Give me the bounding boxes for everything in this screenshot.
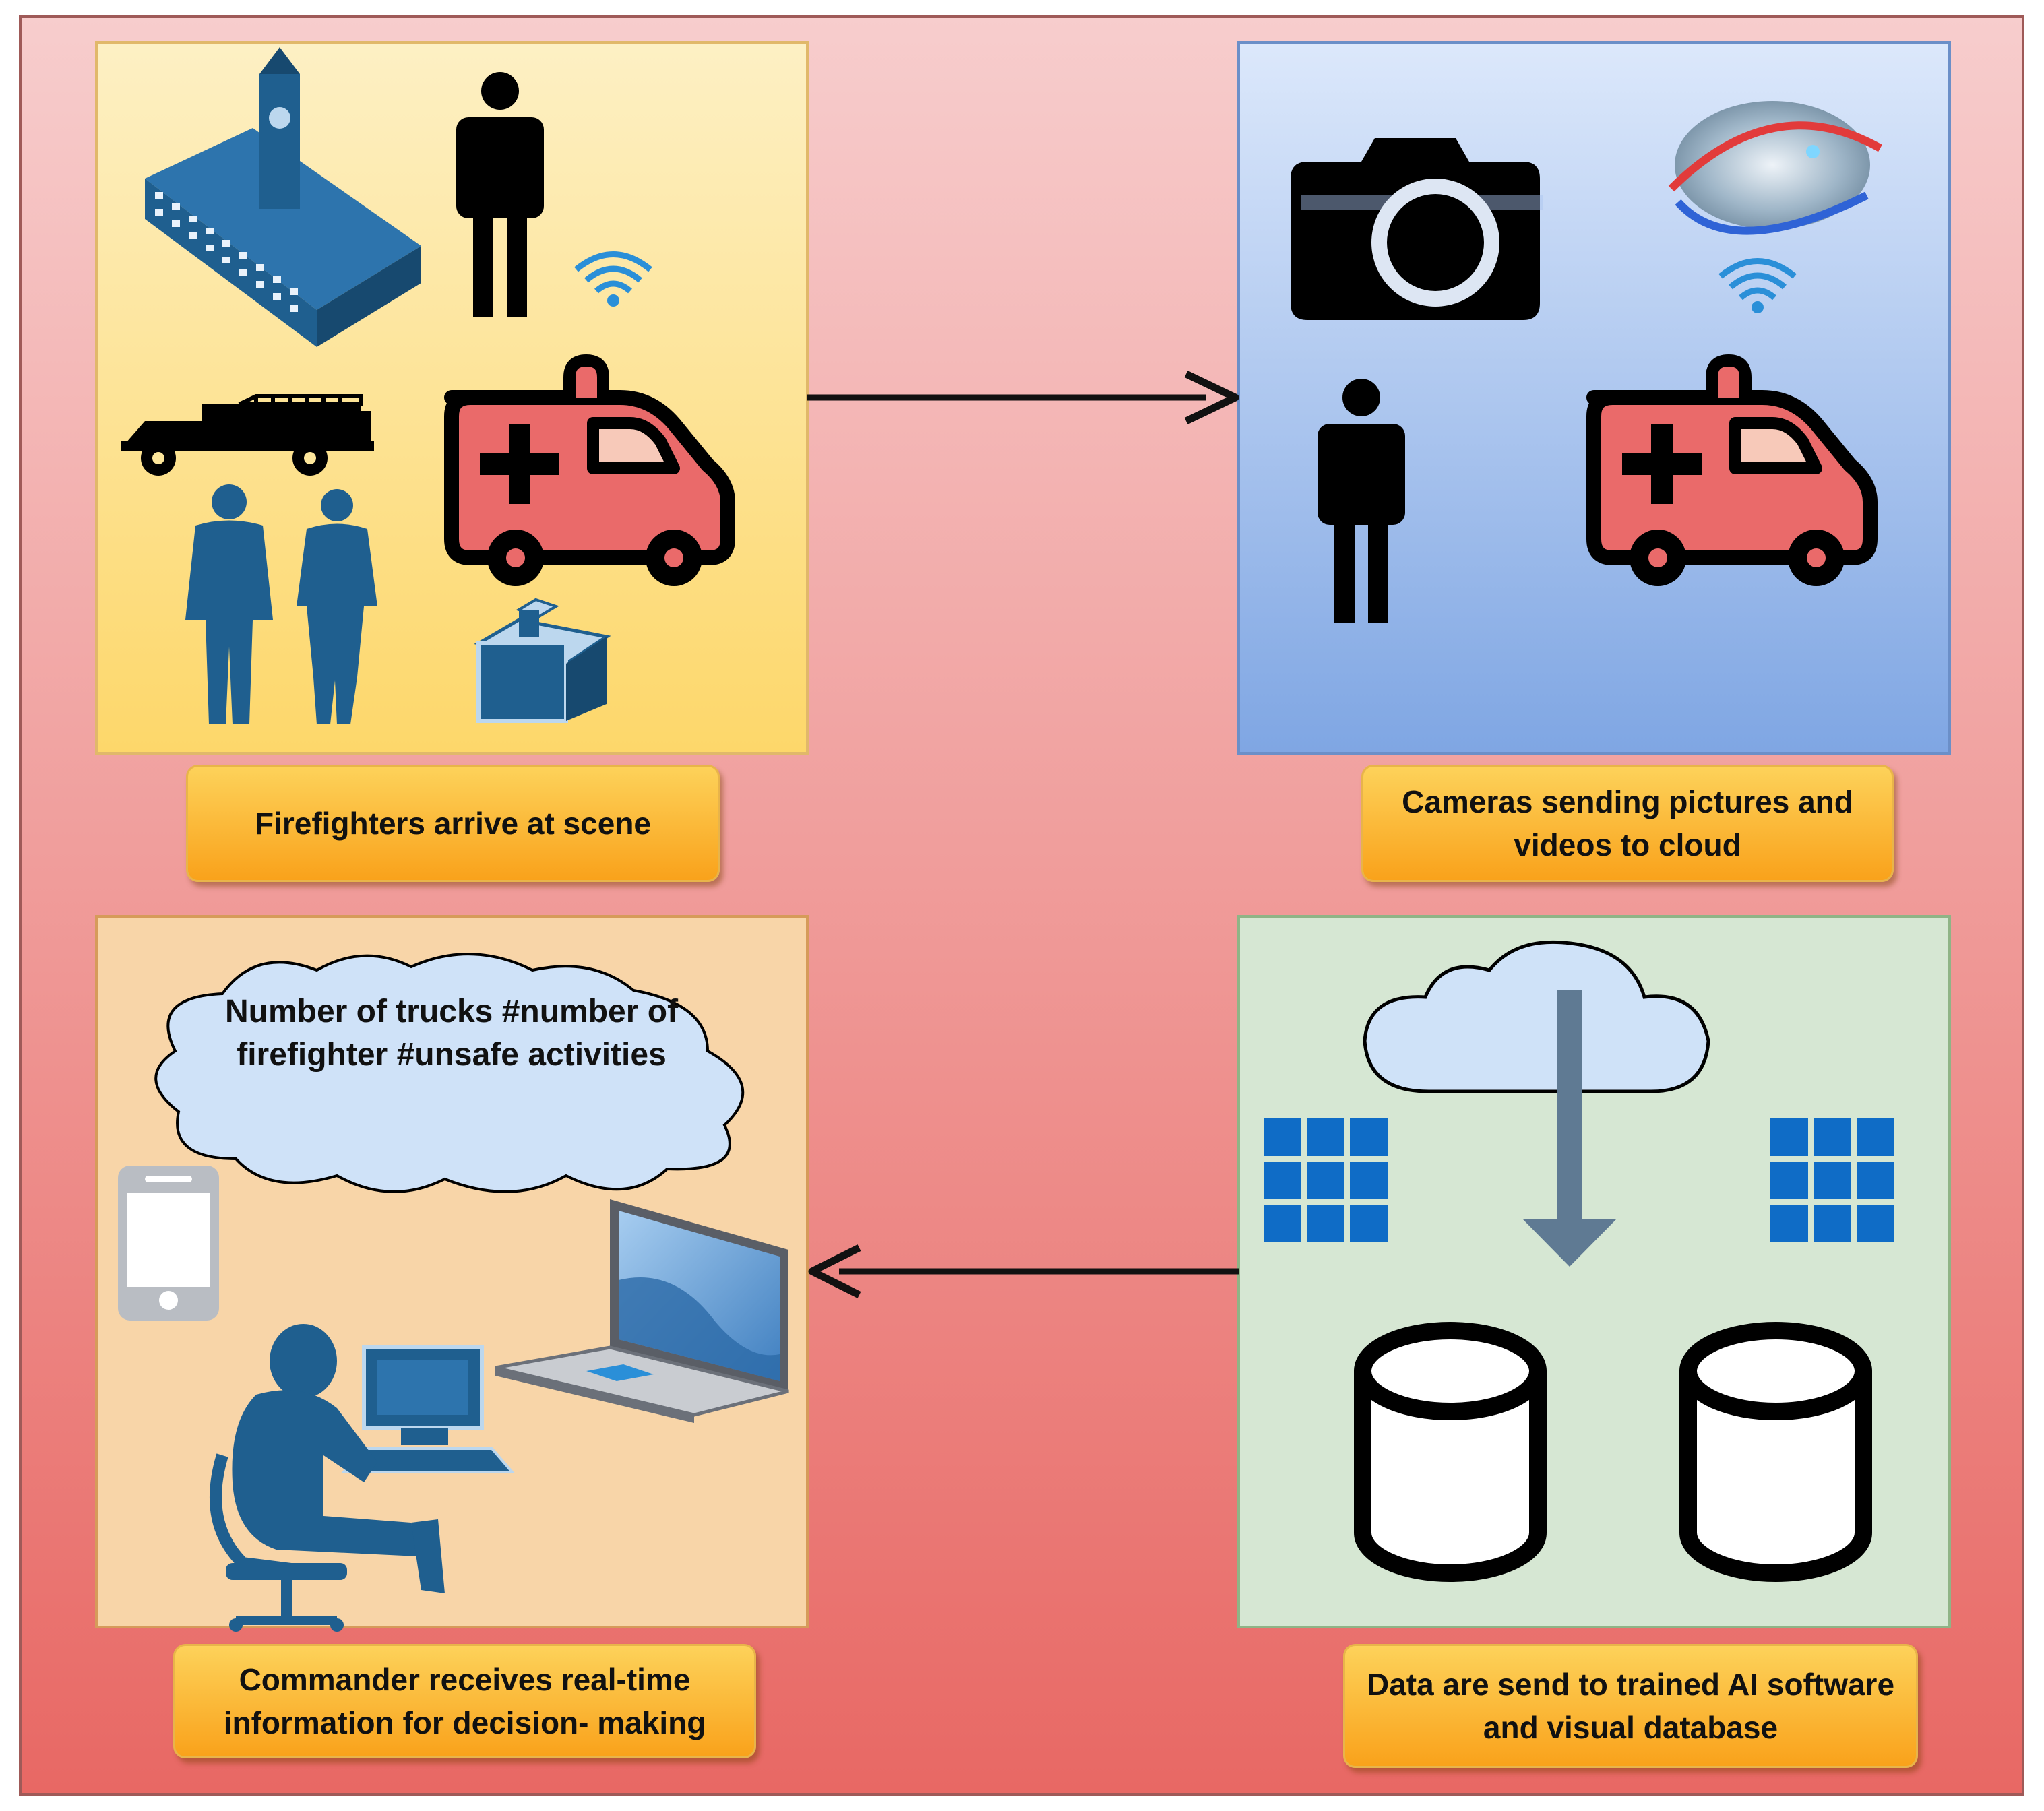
caption-data: Data are send to trained AI software and… (1343, 1644, 1918, 1768)
camera-icon (1291, 138, 1543, 320)
business-people-icon (185, 484, 377, 724)
database-icon (1363, 1331, 1538, 1573)
arrow-to-commander (808, 1244, 1239, 1298)
box-icon (474, 598, 611, 723)
down-arrow-icon (1523, 990, 1616, 1267)
caption-cameras: Cameras sending pictures and videos to c… (1361, 765, 1894, 882)
grid-icon (1770, 1118, 1894, 1242)
building-icon (145, 47, 421, 347)
smartphone-icon (118, 1166, 219, 1321)
grid-icon (1264, 1118, 1388, 1242)
caption-commander: Commander receives real-time information… (173, 1644, 756, 1758)
cloud-icon (1363, 940, 1710, 1093)
operator-at-computer-icon (210, 1324, 516, 1632)
database-icon (1688, 1331, 1863, 1573)
caption-arrive: Firefighters arrive at scene (186, 765, 720, 882)
cloud-globe-icon (1668, 101, 1882, 235)
fire-truck-icon (121, 394, 374, 476)
thought-cloud-icon (154, 953, 745, 1193)
laptop-icon (495, 1199, 789, 1423)
arrow-to-cameras (807, 371, 1239, 424)
thought-cloud-text: Number of trucks #number of firefighter … (224, 994, 679, 1073)
